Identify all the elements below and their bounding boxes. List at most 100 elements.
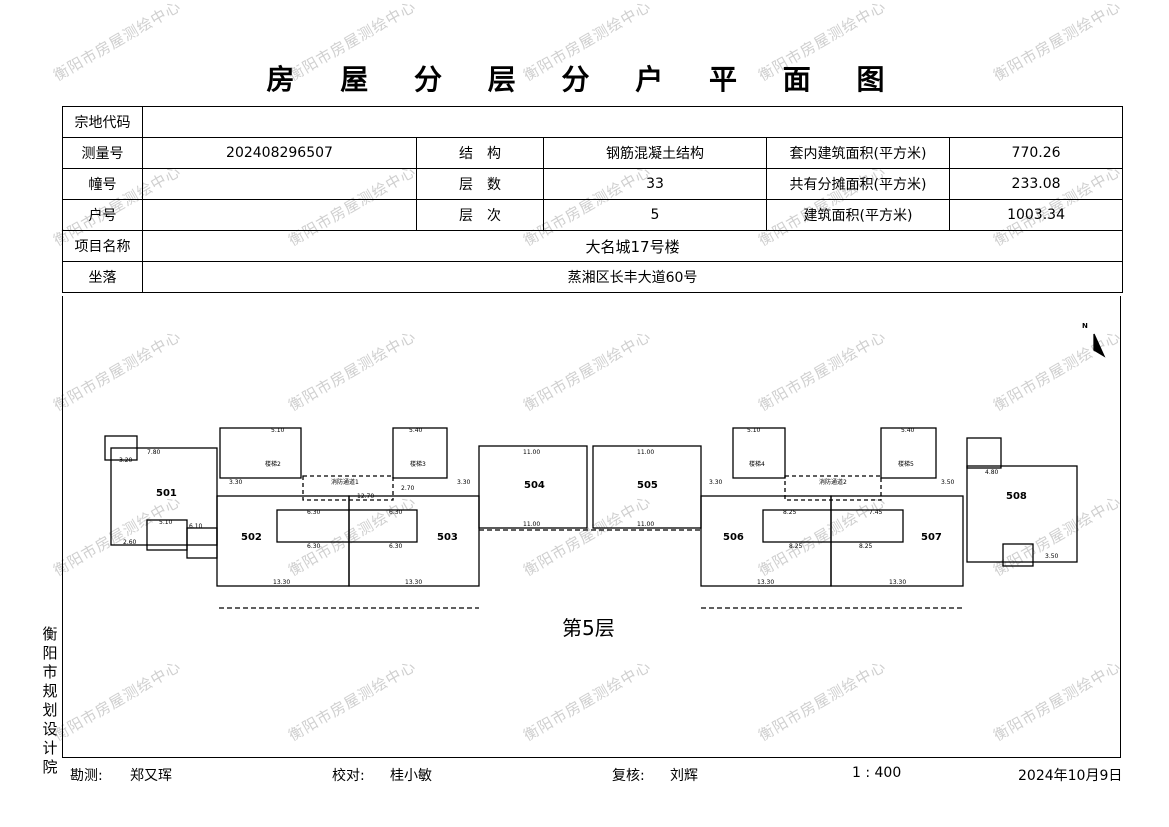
parcel-code-label: 宗地代码 xyxy=(62,106,143,138)
stair-label: 楼梯4 xyxy=(749,460,765,468)
stair-label: 楼梯3 xyxy=(410,460,426,468)
dimension-label: 3.30 xyxy=(457,479,471,486)
shared-area-value: 233.08 xyxy=(948,168,1124,200)
dimension-label: 8.25 xyxy=(789,543,803,550)
dimension-label: 7.80 xyxy=(147,449,161,456)
dimension-label: 2.60 xyxy=(123,539,137,546)
dimension-label: 13.30 xyxy=(889,579,906,586)
scale-value: 1 : 400 xyxy=(852,765,902,781)
dimension-label: 7.45 xyxy=(869,509,883,516)
unit-503-outline xyxy=(348,495,480,587)
building-no-value xyxy=(142,168,417,200)
dimension-label: 6.10 xyxy=(189,523,203,530)
unit-label: 508 xyxy=(1006,491,1027,502)
inner-area-value: 770.26 xyxy=(948,137,1124,169)
table-row: 项目名称 大名城17号楼 xyxy=(62,230,1124,262)
dimension-label: 6.30 xyxy=(389,543,403,550)
table-row: 宗地代码 xyxy=(62,106,1124,138)
unit-no-label: 户号 xyxy=(62,199,143,231)
institute-name: 衡阳市规划设计院 xyxy=(42,625,58,776)
dimension-label: 13.30 xyxy=(405,579,422,586)
floors-label: 层 数 xyxy=(416,168,544,200)
surveyor-name: 郑又珲 xyxy=(130,768,172,784)
dimension-label: 12.70 xyxy=(357,493,374,500)
corridor-label: 消防通道1 xyxy=(331,478,359,486)
lobby-outline xyxy=(276,509,418,543)
dimension-label: 3.50 xyxy=(941,479,955,486)
property-info-table: 宗地代码 测量号 202408296507 结 构 钢筋混凝土结构 套内建筑面积… xyxy=(62,106,1124,293)
dimension-label: 11.00 xyxy=(523,449,540,456)
lobby-outline xyxy=(762,509,904,543)
reviewer-label: 复核: xyxy=(612,768,645,784)
table-row: 测量号 202408296507 结 构 钢筋混凝土结构 套内建筑面积(平方米)… xyxy=(62,137,1124,169)
corridor-2-outline xyxy=(784,475,882,501)
inner-area-label: 套内建筑面积(平方米) xyxy=(766,137,950,169)
dimension-label: 5.40 xyxy=(409,427,423,434)
page-title: 房 屋 分 层 分 户 平 面 图 xyxy=(266,63,903,96)
unit-label: 507 xyxy=(921,532,942,543)
dimension-label: 6.30 xyxy=(389,509,403,516)
balcony-outline xyxy=(104,435,138,461)
unit-label: 506 xyxy=(723,532,744,543)
dimension-label: 11.00 xyxy=(523,521,540,528)
survey-no-label: 测量号 xyxy=(62,137,143,169)
parcel-code-value xyxy=(141,106,1124,138)
reviewer-name: 刘辉 xyxy=(670,768,698,784)
checker-name: 桂小敏 xyxy=(390,768,432,784)
dimension-label: 3.50 xyxy=(1045,553,1059,560)
building-no-label: 幢号 xyxy=(62,168,143,200)
unit-507-outline xyxy=(830,495,964,587)
floor-level-value: 5 xyxy=(543,199,767,231)
shared-area-label: 共有分摊面积(平方米) xyxy=(766,168,950,200)
dimension-label: 11.00 xyxy=(637,521,654,528)
dimension-label: 5.10 xyxy=(747,427,761,434)
unit-no-value xyxy=(142,199,417,231)
structure-value: 钢筋混凝土结构 xyxy=(543,137,767,169)
unit-label: 504 xyxy=(524,480,545,491)
table-row: 幢号 层 数 33 共有分摊面积(平方米) 233.08 xyxy=(62,168,1124,200)
unit-508-outline xyxy=(966,465,1078,563)
unit-504-outline xyxy=(478,445,588,529)
dimension-label: 3.30 xyxy=(709,479,723,486)
date-value: 2024年10月9日 xyxy=(1018,768,1123,784)
project-value: 大名城17号楼 xyxy=(141,230,1124,262)
dimension-label: 8.25 xyxy=(783,509,797,516)
checker-label: 校对: xyxy=(332,768,365,784)
structure-label: 结 构 xyxy=(416,137,544,169)
balcony-outline xyxy=(966,437,1002,469)
north-label: N xyxy=(1082,322,1088,330)
north-arrow-icon xyxy=(1093,333,1106,358)
corridor-1-outline xyxy=(302,475,394,501)
location-label: 坐落 xyxy=(62,261,143,293)
room-outline xyxy=(1002,543,1034,567)
dimension-label: 8.25 xyxy=(859,543,873,550)
unit-label: 503 xyxy=(437,532,458,543)
location-value: 蒸湘区长丰大道60号 xyxy=(141,261,1124,293)
table-row: 坐落 蒸湘区长丰大道60号 xyxy=(62,261,1124,293)
building-area-label: 建筑面积(平方米) xyxy=(766,199,950,231)
floor-level-label: 层 次 xyxy=(416,199,544,231)
dimension-label: 5.10 xyxy=(271,427,285,434)
dimension-label: 11.00 xyxy=(637,449,654,456)
floor-plan-drawing: 501 502 503 504 505 506 507 508 N 楼梯2 楼梯… xyxy=(104,322,1106,609)
dimension-label: 13.30 xyxy=(273,579,290,586)
building-area-value: 1003.34 xyxy=(948,199,1124,231)
unit-label: 502 xyxy=(241,532,262,543)
dimension-label: 3.30 xyxy=(229,479,243,486)
room-outline xyxy=(186,527,218,559)
unit-label: 501 xyxy=(156,488,177,499)
dimension-label: 6.30 xyxy=(307,509,321,516)
dimension-label: 4.80 xyxy=(985,469,999,476)
dimension-label: 3.20 xyxy=(119,457,133,464)
stair-4-outline xyxy=(732,427,786,479)
unit-label: 505 xyxy=(637,480,658,491)
dimension-label: 13.30 xyxy=(757,579,774,586)
stair-5-outline xyxy=(880,427,937,479)
dimension-label: 2.70 xyxy=(401,485,415,492)
table-row: 户号 层 次 5 建筑面积(平方米) 1003.34 xyxy=(62,199,1124,231)
stair-3-outline xyxy=(392,427,448,479)
survey-no-value: 202408296507 xyxy=(142,137,417,169)
dimension-label: 5.10 xyxy=(159,519,173,526)
stair-label: 楼梯2 xyxy=(265,460,281,468)
floor-label: 第5层 xyxy=(562,616,615,640)
